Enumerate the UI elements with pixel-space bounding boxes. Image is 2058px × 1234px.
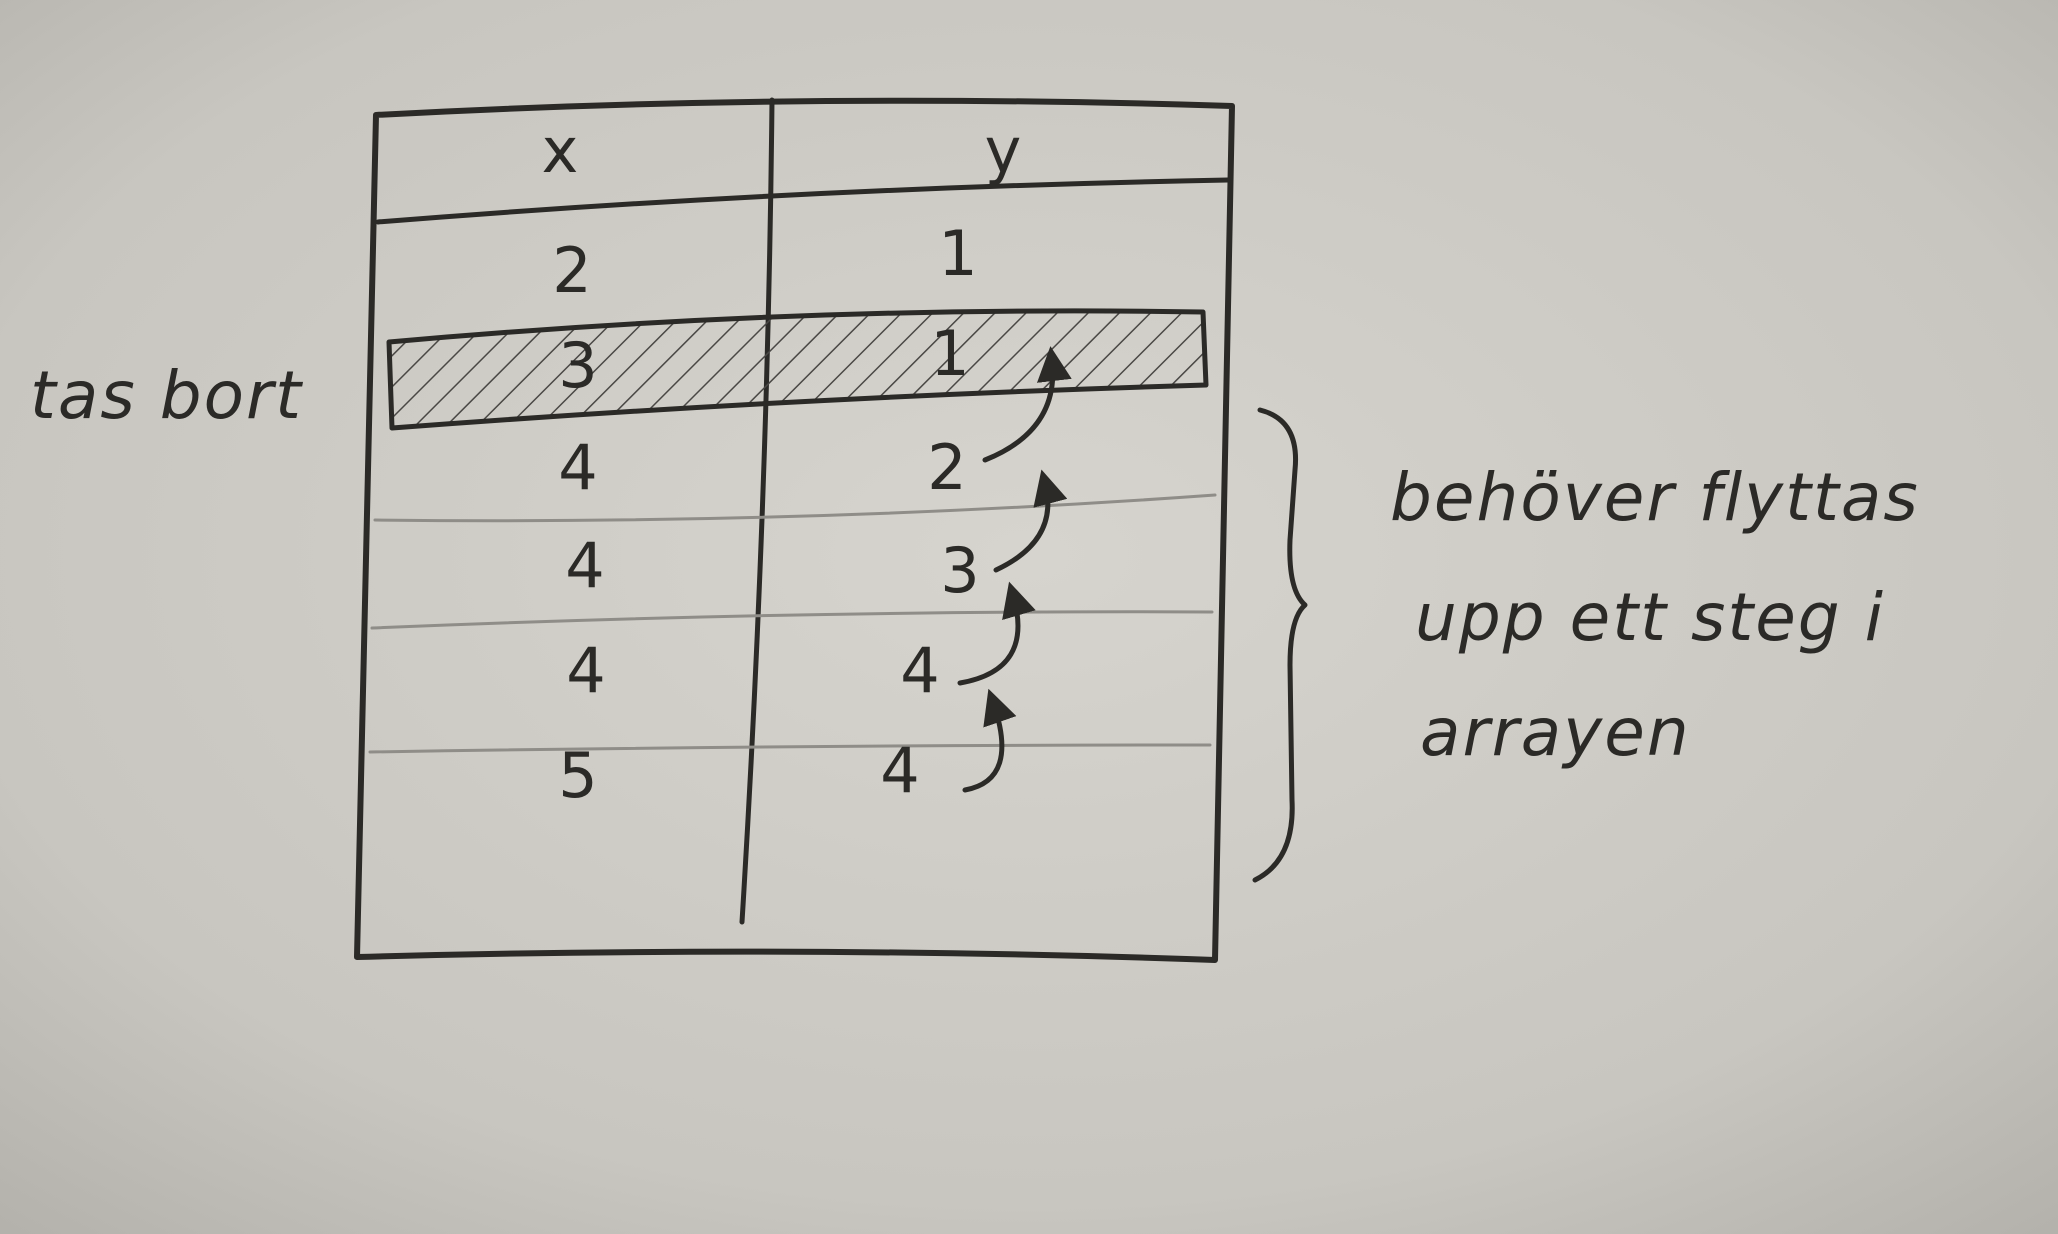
shift-up-arrow — [993, 469, 1068, 573]
table-cell-x: 4 — [566, 634, 605, 707]
table-cell-x: 2 — [552, 234, 591, 307]
table-header-y: y — [985, 114, 1022, 187]
table-frame — [354, 97, 1235, 963]
table-cell-x: 4 — [565, 529, 604, 602]
table-cell-y: 1 — [938, 217, 977, 290]
table-cell-y: 3 — [940, 534, 979, 607]
table-header-x: x — [542, 114, 579, 187]
table-cell-y: 4 — [880, 734, 919, 807]
shift-up-arrow — [957, 581, 1036, 686]
table-cell-y-removed: 1 — [930, 317, 969, 390]
row-separators — [368, 493, 1217, 754]
shift-arrows — [957, 346, 1072, 793]
removed-row-label: tas bort — [30, 357, 303, 434]
removed-row-highlight — [386, 308, 1209, 431]
table-cell-x: 5 — [558, 739, 597, 812]
table-cell-y: 2 — [927, 431, 966, 504]
table-cell-x-removed: 3 — [558, 329, 597, 402]
grouping-brace — [1252, 407, 1308, 883]
shift-note-line: behöver flyttas — [1390, 459, 1920, 536]
shift-up-arrow — [982, 346, 1072, 463]
table-cell-x: 4 — [558, 431, 597, 504]
shift-note-line: arrayen — [1420, 694, 1691, 771]
shift-up-arrow — [962, 688, 1017, 793]
shift-note-line: upp ett steg i — [1415, 579, 1885, 656]
table-cell-y: 4 — [900, 634, 939, 707]
